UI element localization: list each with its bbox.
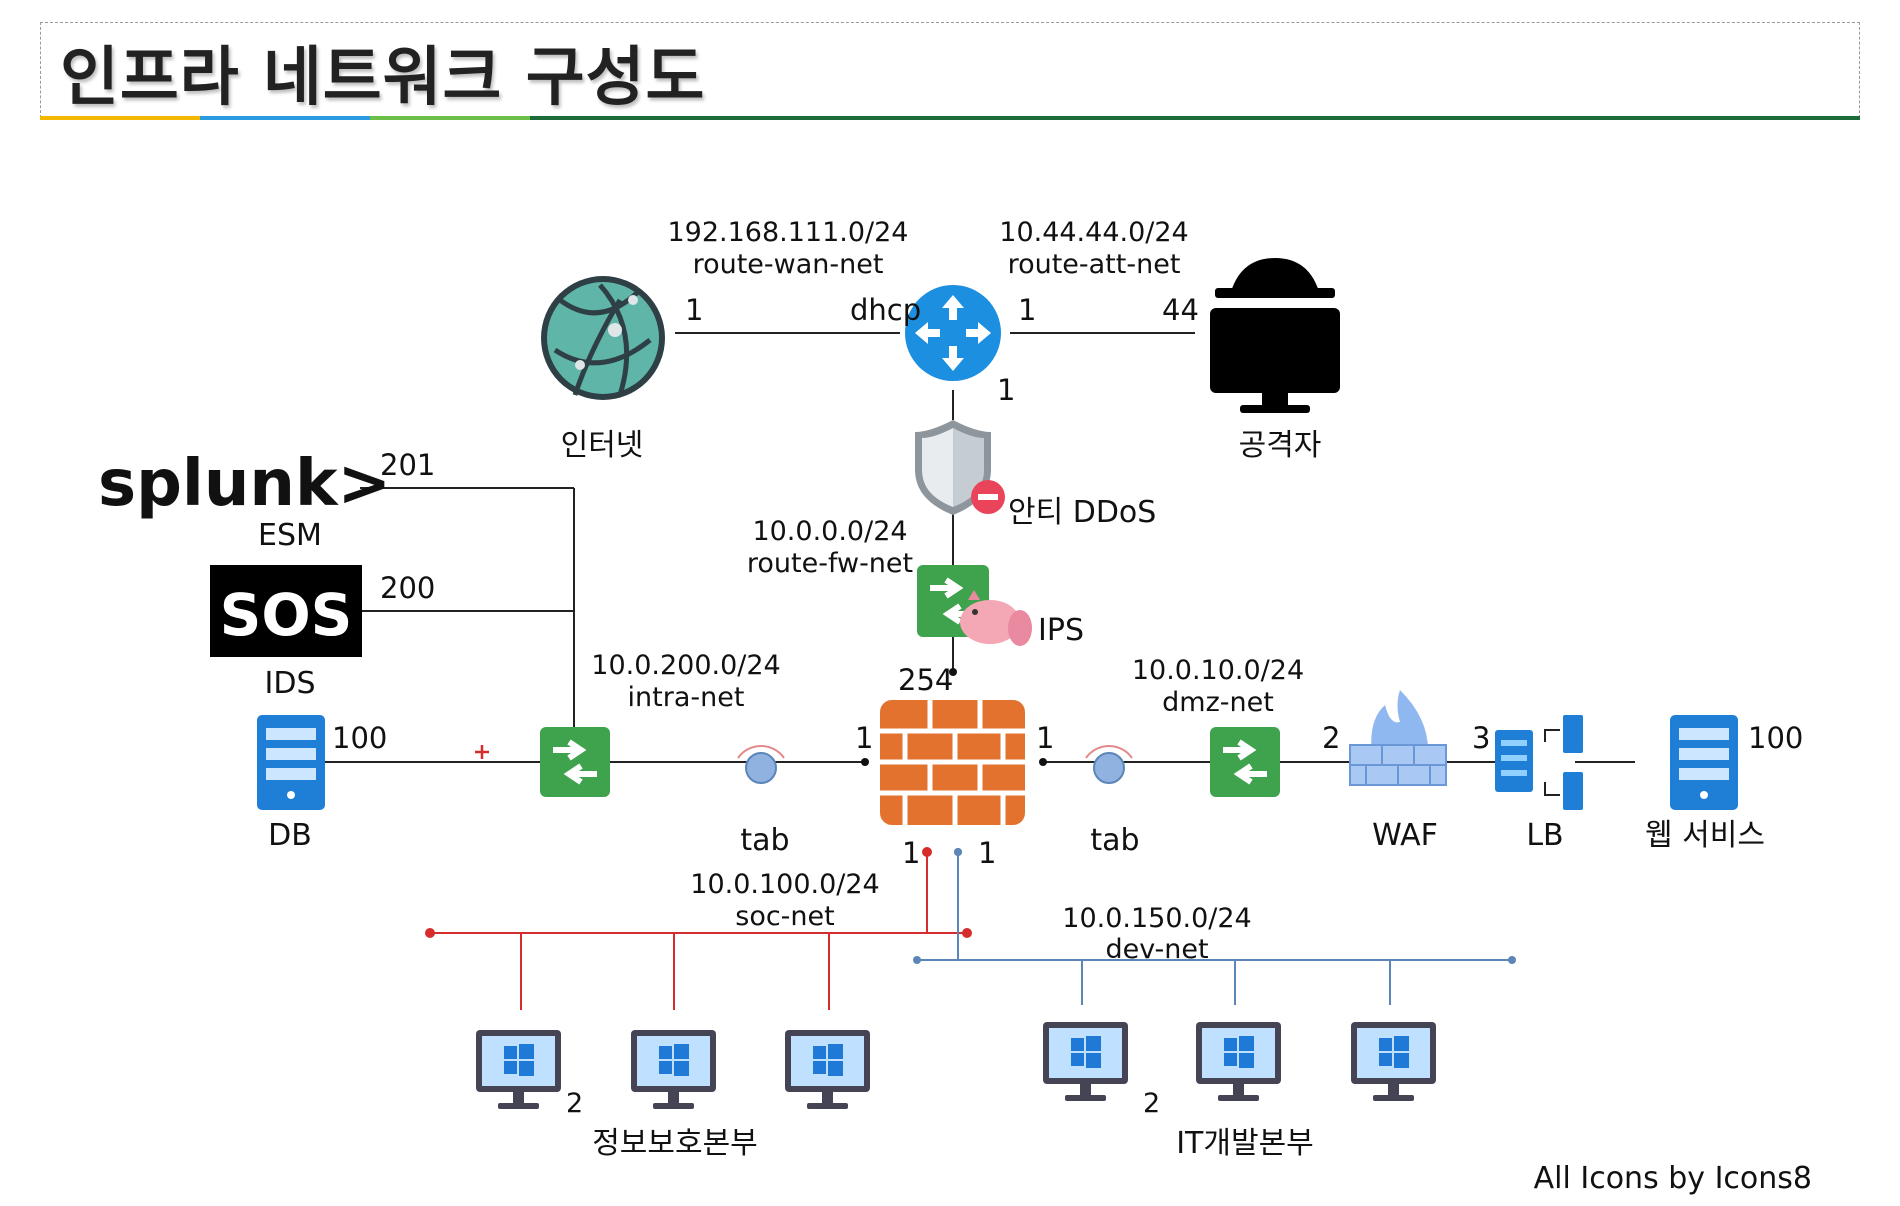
dev-group-label: IT개발본부 [1176,1126,1314,1161]
lb-label: LB [1526,818,1563,853]
router-dhcp-label: dhcp [850,293,921,327]
esm-logo-text: splunk> [98,447,391,521]
load-balancer-icon [1495,715,1583,810]
waf-label: WAF [1372,818,1438,853]
ips-label: IPS [1038,613,1084,648]
windows-pc-icon [476,1030,561,1109]
globe-icon [541,276,665,400]
soc-group-label: 정보보호본부 [592,1126,758,1161]
hostid-db: 100 [332,721,387,755]
intra-cidr: 10.0.200.0/24 [591,650,780,681]
hacker-icon [1210,258,1340,413]
dev-cidr: 10.0.150.0/24 [1062,903,1251,934]
hostid-fw-soc: 1 [902,836,920,870]
hostid-lb: 3 [1472,721,1490,755]
dev-name: dev-net [1105,934,1208,965]
soc-name: soc-net [735,901,834,932]
hostid-web: 100 [1748,721,1803,755]
title-underline [40,116,1860,120]
hostid-dev-pc: 2 [1143,1088,1160,1119]
ids-label: IDS [265,666,316,701]
ids-logo-icon [210,565,362,657]
windows-pc-icon [1196,1022,1281,1101]
esm-label: ESM [258,518,322,553]
dmz-cidr: 10.0.10.0/24 [1132,655,1304,686]
connection-lines [322,332,1635,796]
router-icon [905,285,1001,381]
hostid-waf: 2 [1322,721,1340,755]
hostid-fw-right: 1 [1036,721,1054,755]
firewall-icon [880,700,1025,825]
web-server-icon [1670,715,1738,810]
lb-branch-top [1544,729,1560,742]
tap-marker [475,745,489,759]
dmz-name: dmz-net [1162,687,1274,718]
intra-name: intra-net [628,682,745,713]
fw-cidr: 10.0.0.0/24 [752,516,907,547]
hostid-router-down: 1 [997,373,1015,407]
hostid-fw-dev: 1 [978,836,996,870]
soc-net-bus [430,852,967,1010]
att-cidr: 10.44.44.0/24 [999,217,1188,248]
fw-name: route-fw-net [747,548,913,579]
hostid-fw-top: 254 [898,663,953,697]
tab-left-label: tab [740,823,789,858]
hostid-esm: 201 [380,448,435,482]
wan-cidr: 192.168.111.0/24 [668,217,909,248]
pig-icon [960,590,1032,646]
waf-icon [1349,690,1447,786]
tab-right-label: tab [1090,823,1139,858]
internet-label: 인터넷 [561,428,644,463]
anti-ddos-label: 안티 DDoS [1008,495,1156,530]
hostid-fw-left: 1 [855,721,873,755]
dev-net-bus [917,852,1512,1005]
wan-name: route-wan-net [693,249,884,280]
page-title: 인프라 네트워크 구성도 [60,41,706,115]
fw-downlink-dots [923,848,962,856]
shield-icon [915,420,1005,515]
hostid-att-router: 1 [1018,293,1036,327]
tap-left-icon [737,745,785,784]
windows-pc-icon [1043,1022,1128,1101]
pc-group [476,1022,1436,1109]
lb-branch-bottom [1544,782,1560,796]
intra-switch-icon [540,727,610,797]
port-dots [861,668,1047,766]
soc-cidr: 10.0.100.0/24 [690,869,879,900]
db-label: DB [268,818,312,853]
icons-credit: All Icons by Icons8 [1534,1161,1812,1196]
hostid-att-attacker: 44 [1162,293,1199,327]
web-label: 웹 서비스 [1645,818,1765,853]
att-name: route-att-net [1008,249,1181,280]
dmz-switch-icon [1210,727,1280,797]
db-server-icon [257,715,325,810]
hostid-soc-pc: 2 [566,1088,583,1119]
windows-pc-icon [631,1030,716,1109]
hostid-ids: 200 [380,571,435,605]
windows-pc-icon [1351,1022,1436,1101]
tap-right-icon [1085,745,1133,784]
ids-logo-text: SOS [220,581,353,649]
hostid-wan-internet: 1 [685,293,703,327]
attacker-label: 공격자 [1239,428,1322,463]
windows-pc-icon [785,1030,870,1109]
